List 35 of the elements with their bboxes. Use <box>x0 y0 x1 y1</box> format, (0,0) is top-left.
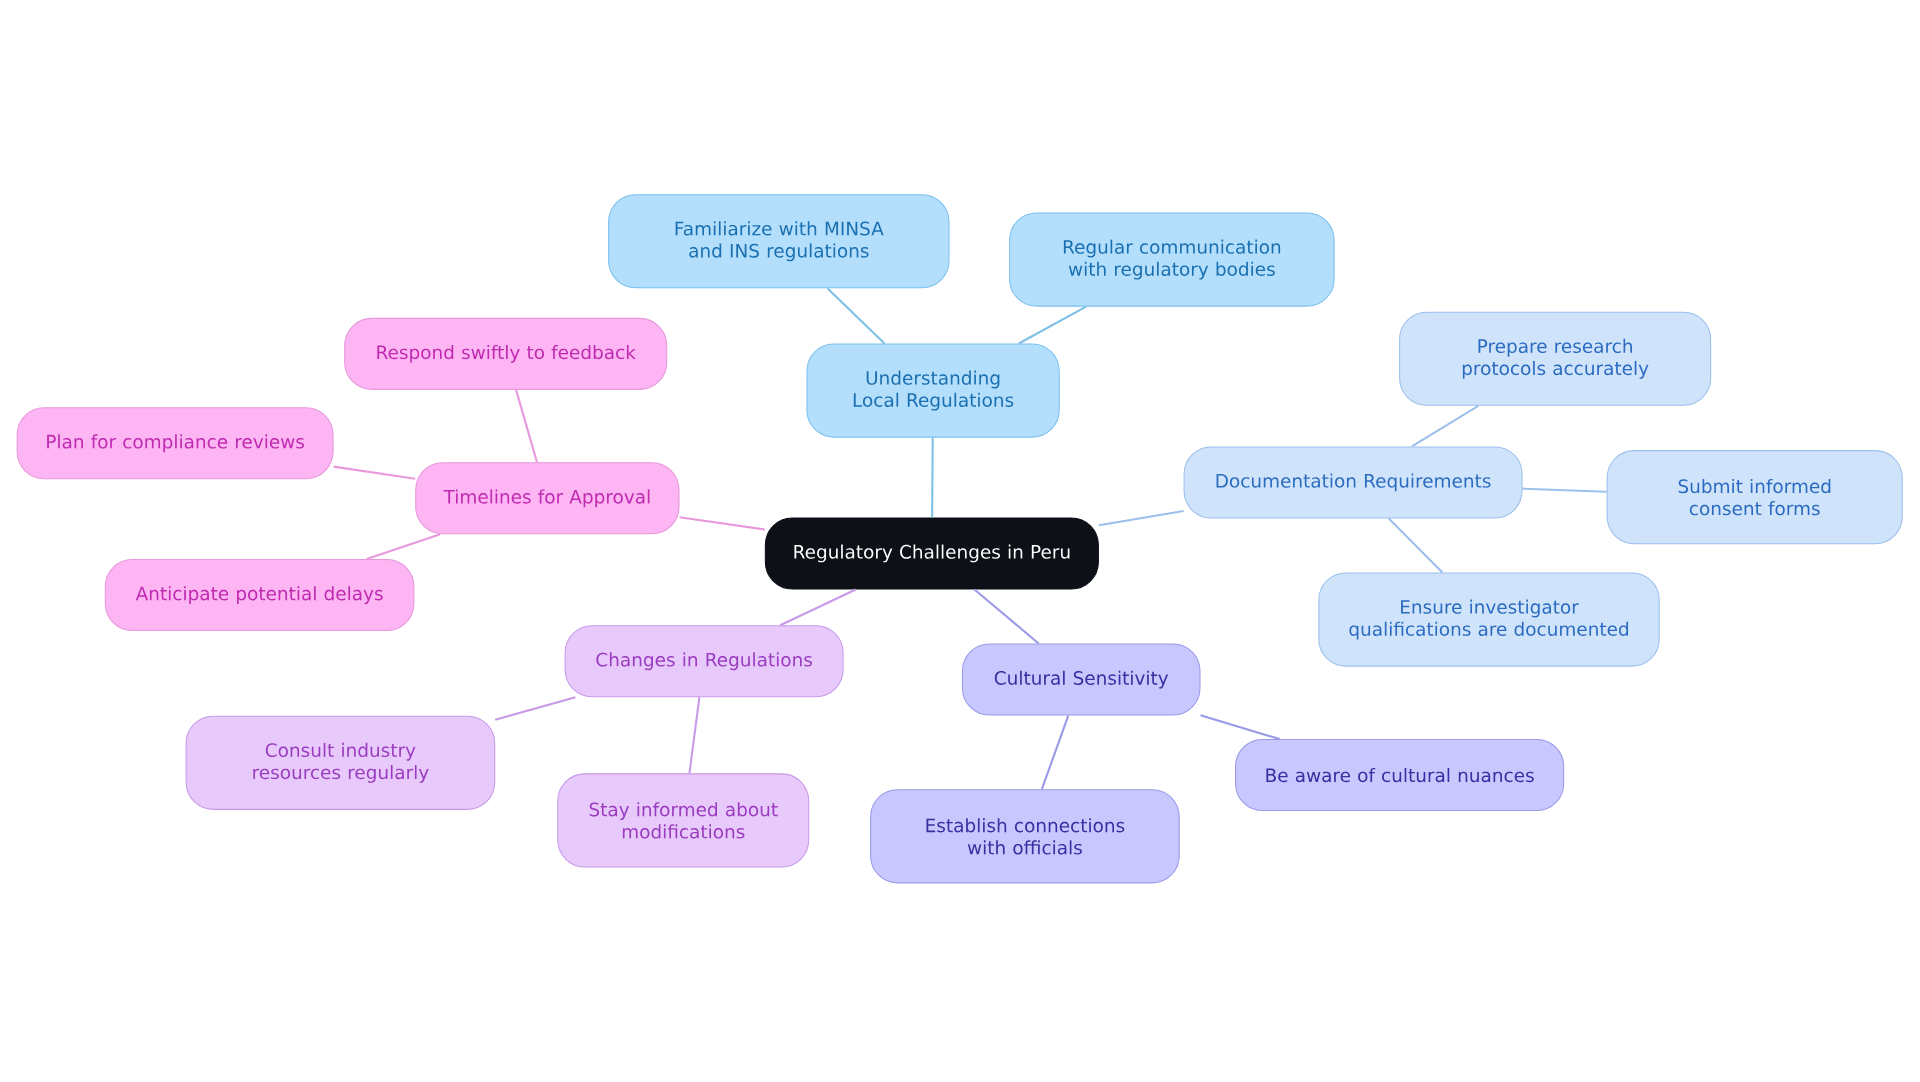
idea-box: Prepare research protocols accurately <box>1399 311 1712 406</box>
connector-line <box>679 515 765 531</box>
connector-line <box>826 287 886 345</box>
idea-box: Stay informed about modifications <box>557 773 810 868</box>
branch-box: Timelines for Approval <box>415 462 680 535</box>
connector-line <box>1200 714 1280 740</box>
idea-box: Ensure investigator qualifications are documented <box>1318 572 1660 667</box>
idea-box: Plan for compliance reviews <box>16 407 334 480</box>
idea-box: Anticipate potential delays <box>104 558 415 631</box>
connector-line <box>779 588 857 626</box>
branch-box: Documentation Requirements <box>1183 446 1523 519</box>
idea-box: Submit informed consent forms <box>1606 449 1903 544</box>
branch-box: Cultural Sensitivity <box>961 643 1201 716</box>
connector-line <box>1040 715 1070 790</box>
idea-box: Be aware of cultural nuances <box>1235 738 1565 811</box>
connector-line <box>1411 404 1479 448</box>
connector-line <box>515 389 538 463</box>
branch-box: Changes in Regulations <box>564 625 844 698</box>
connector-line <box>1018 305 1087 345</box>
central-topic-box: Regulatory Challenges in Peru <box>764 517 1099 590</box>
idea-box: Regular communication with regulatory bodies <box>1009 212 1335 307</box>
connector-line <box>931 437 934 518</box>
connector-line <box>1388 517 1444 574</box>
connector-line <box>494 696 576 721</box>
idea-box: Consult industry resources regularly <box>185 715 496 810</box>
idea-box: Establish connections with officials <box>870 789 1180 884</box>
connector-line <box>366 533 441 560</box>
connector-line <box>1098 509 1184 527</box>
connector-line <box>1522 487 1607 493</box>
branch-box: Understanding Local Regulations <box>806 343 1060 438</box>
connector-line <box>333 465 416 480</box>
idea-box: Familiarize with MINSA and INS regulations <box>608 193 950 289</box>
idea-box: Respond swiftly to feedback <box>344 317 668 390</box>
connector-line <box>973 588 1040 645</box>
connector-line <box>688 696 701 774</box>
